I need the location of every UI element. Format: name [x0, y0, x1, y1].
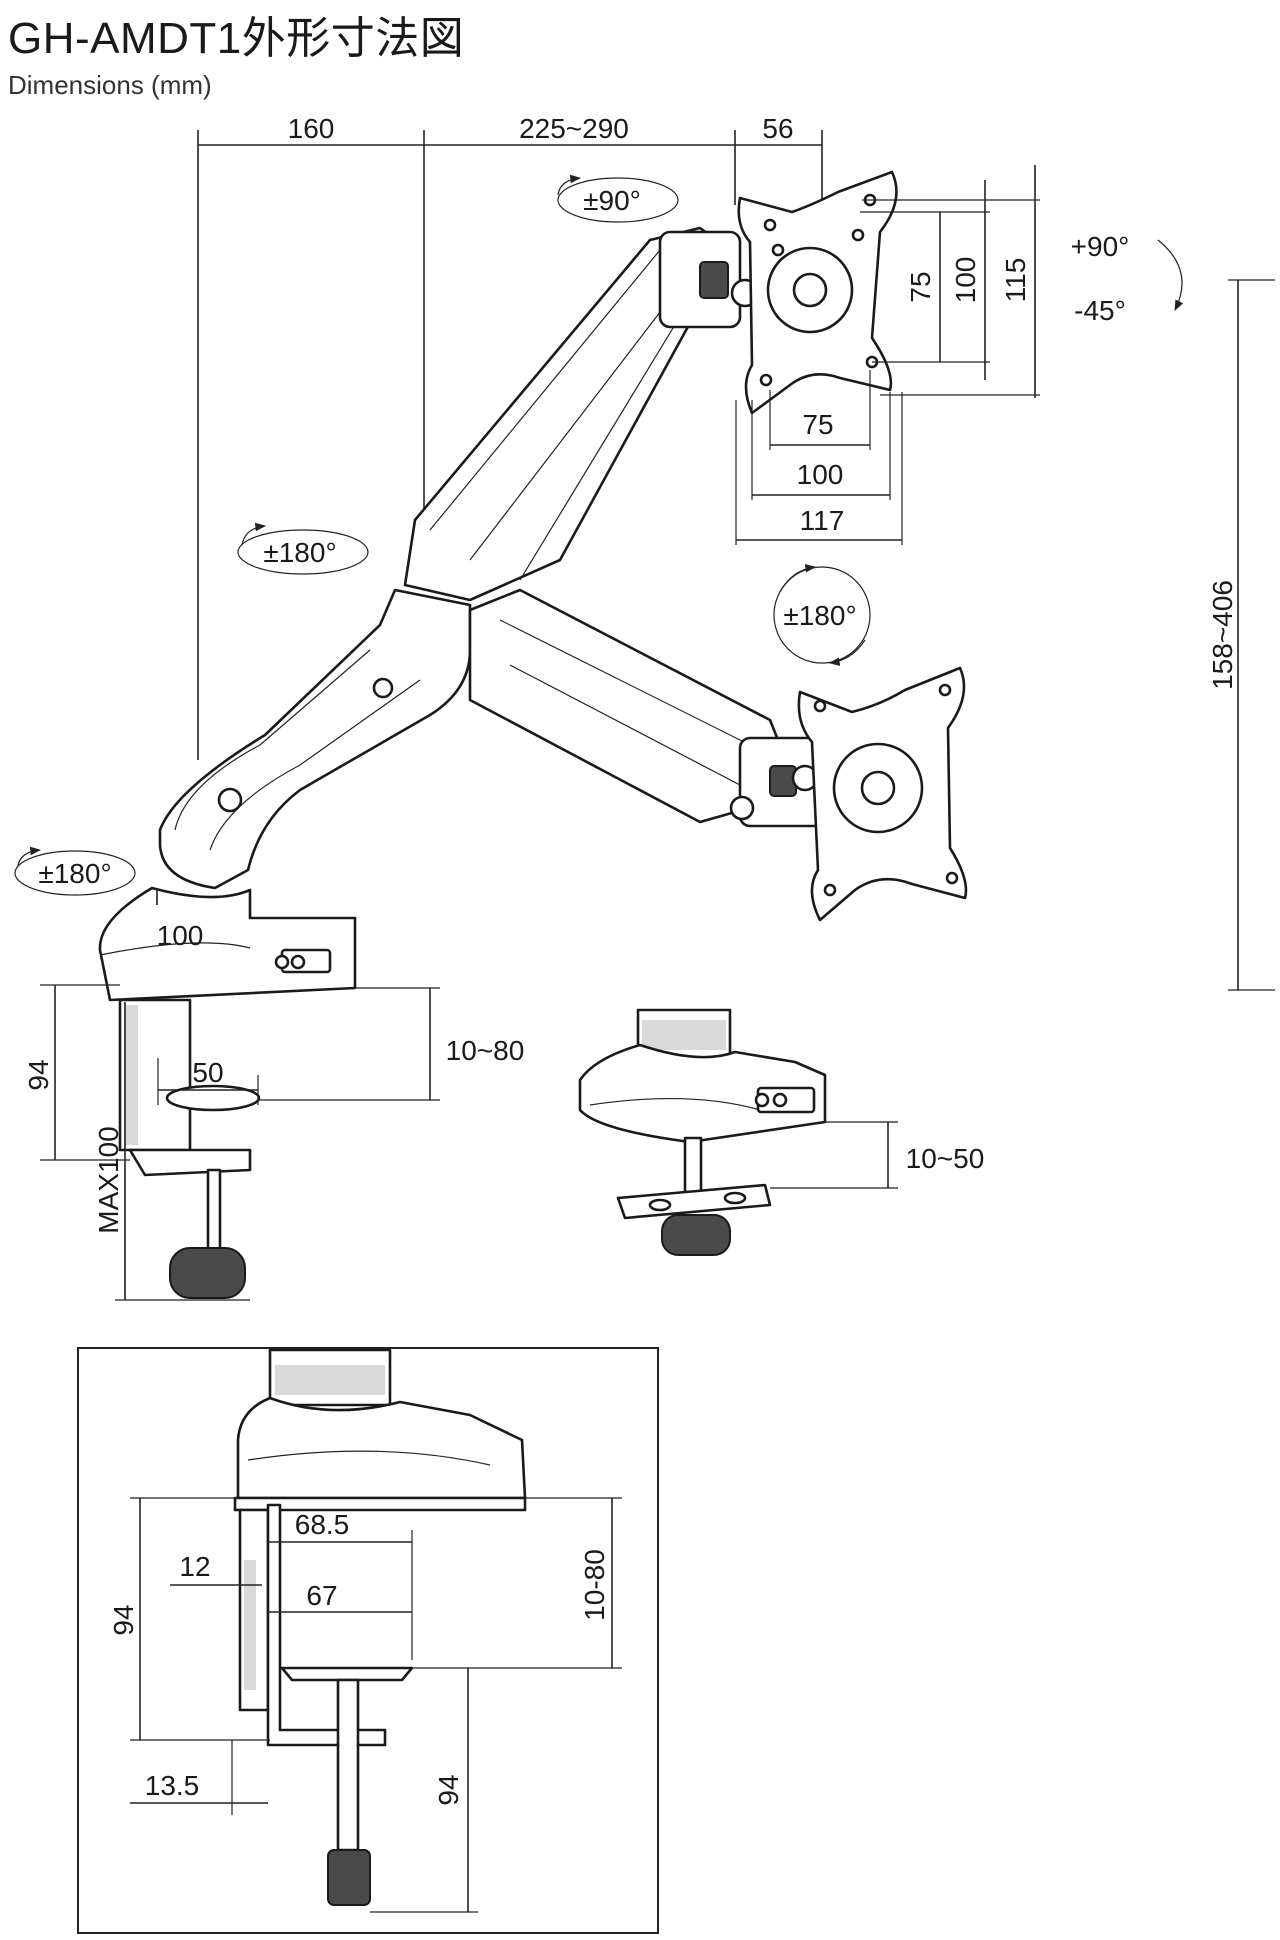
diagram-subtitle: Dimensions (mm) — [8, 70, 212, 100]
vesa-v100: 100 — [950, 257, 981, 304]
base-dim-100: 100 — [157, 920, 204, 951]
rot-plus90: +90° — [1071, 231, 1130, 262]
clamp-dim-94: 94 — [23, 1059, 54, 1090]
dim-160: 160 — [288, 113, 335, 144]
vesa-plate-lower — [797, 666, 968, 922]
grommet-dim-10-50: 10~50 — [906, 1143, 985, 1174]
rotation-pm90-top: ±90° — [557, 174, 679, 223]
rotation-pm180-base: ±180° — [14, 846, 136, 896]
detail-dim-67: 67 — [306, 1580, 337, 1611]
detail-dim-94-bottom: 94 — [433, 1774, 464, 1805]
vesa-v115: 115 — [1000, 258, 1031, 303]
diagram-title: GH-AMDT1外形寸法図 — [8, 14, 465, 63]
dim-158-406: 158~406 — [1207, 580, 1238, 690]
detail-dim-94-left: 94 — [108, 1604, 139, 1635]
top-dimension-chain: 160 225~290 56 — [197, 113, 823, 760]
upper-arm-lowered — [468, 588, 827, 828]
rot-pm180-base: ±180° — [38, 858, 111, 889]
rot-minus45: -45° — [1074, 295, 1126, 326]
vesa-v75: 75 — [905, 271, 936, 302]
clamp-dim-max100: MAX100 — [93, 1126, 124, 1233]
rotation-pm180-plate: ±180° — [773, 563, 871, 666]
clamp-dims: 94 10~80 50 MAX100 — [23, 984, 525, 1301]
clamp-dim-10-80: 10~80 — [446, 1035, 525, 1066]
vesa-h100: 100 — [797, 459, 844, 490]
height-dimension: 158~406 — [1207, 279, 1275, 991]
grommet-mount-view — [578, 1008, 827, 1256]
detail-dim-10-80: 10-80 — [579, 1549, 610, 1621]
detail-dim-68-5: 68.5 — [295, 1509, 350, 1540]
rot-pm180-arm: ±180° — [263, 537, 336, 568]
clamp-side-view: 100 — [98, 886, 357, 1299]
vesa-vertical-dims: 75 100 115 — [860, 165, 1040, 398]
grommet-dims: 10~50 — [770, 1121, 985, 1189]
detail-dim-12: 12 — [179, 1551, 210, 1582]
clamp-detail-box — [77, 1347, 659, 1934]
detail-dim-13-5: 13.5 — [145, 1770, 200, 1801]
upper-arm-raised — [403, 226, 760, 602]
rotation-pm180-arm: ±180° — [237, 522, 369, 575]
dim-225-290: 225~290 — [519, 113, 629, 144]
lower-arm — [158, 588, 472, 890]
rot-pm90: ±90° — [583, 185, 641, 216]
vesa-plate-upper — [737, 170, 898, 415]
clamp-dim-50: 50 — [192, 1057, 223, 1088]
detail-dims: 68.5 12 67 10-80 94 13.5 94 — [108, 1497, 622, 1913]
vesa-h117: 117 — [800, 505, 845, 536]
rot-pm180-plate: ±180° — [783, 600, 856, 631]
vesa-h75: 75 — [802, 409, 833, 440]
rotation-tilt: +90° -45° — [1071, 231, 1184, 326]
dim-56: 56 — [762, 113, 793, 144]
vesa-horizontal-dims: 75 100 117 — [735, 370, 903, 545]
